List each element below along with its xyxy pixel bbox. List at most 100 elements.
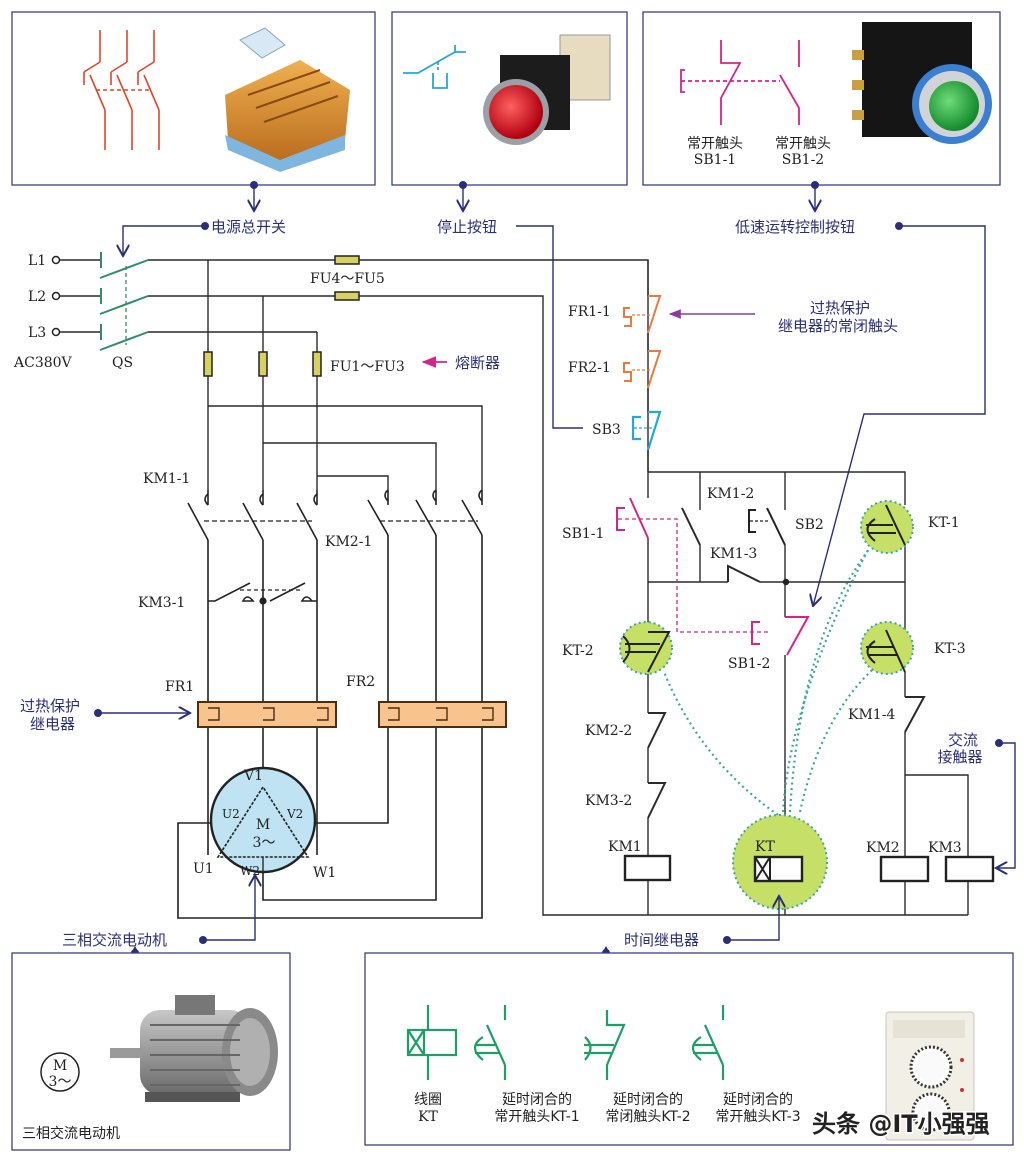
motor-panel-symbol: M <box>53 1058 67 1074</box>
km3-coil <box>944 855 995 883</box>
fr1-1-contact <box>623 295 662 334</box>
qs-label: QS <box>112 355 133 371</box>
l2-label: L2 <box>28 289 46 305</box>
sb1-2-contact <box>751 616 810 656</box>
qs-panel <box>11 11 376 186</box>
stop-button-label: 停止按钮 <box>437 218 497 236</box>
km3-2-label: KM3-2 <box>585 793 632 809</box>
fu1-fu3-fuses <box>203 351 322 377</box>
motor-phase: 3～ <box>253 835 276 851</box>
kt-1-symbol <box>473 1005 507 1080</box>
panel-connectors <box>250 181 819 211</box>
junction-dot <box>782 578 790 586</box>
km1-1-km2-1-contacts <box>177 489 483 919</box>
fu4-fu5-fuses <box>334 255 360 301</box>
kt-panel-item1-line2: KT <box>418 1109 438 1125</box>
km1-2-contact <box>681 507 701 546</box>
fr2-thermal-relay <box>378 701 507 728</box>
motor-panel-phase: 3～ <box>49 1074 72 1090</box>
time-relay-image <box>885 1011 975 1141</box>
motor-image <box>110 995 278 1102</box>
thermal-relay-label-line2: 继电器 <box>30 715 75 733</box>
km1-3-contact <box>727 564 761 583</box>
motor: V1 U2 V2 M 3～ U1 W2 W1 <box>193 766 336 881</box>
main-switch-label: 电源总开关 <box>211 218 286 236</box>
kt-coil-label: KT <box>755 839 775 855</box>
l1-label: L1 <box>28 253 46 269</box>
fr2-1-label: FR2-1 <box>568 360 611 376</box>
kt-3-contact <box>866 629 906 673</box>
km3-coil-label: KM3 <box>928 840 962 856</box>
motor-terminal-w2: W2 <box>240 864 260 878</box>
motor-callout: 三相交流电动机 <box>62 875 255 957</box>
km3-1-contact <box>208 582 317 605</box>
fr1-1-label: FR1-1 <box>568 304 611 320</box>
km1-coil <box>623 854 672 882</box>
kt-link-curves <box>662 547 873 816</box>
kt-2-contact <box>622 631 671 673</box>
kt-1-contact <box>866 504 906 546</box>
km1-1-label: KM1-1 <box>143 471 190 487</box>
motor-label: 三相交流电动机 <box>62 931 167 949</box>
knife-switch-symbol <box>83 30 160 150</box>
ac-contactor-label-line1: 交流 <box>948 731 978 749</box>
thermal-nc-contact-callout: 过热保护 继电器的常闭触头 <box>668 299 898 335</box>
fr2-label: FR2 <box>346 674 375 690</box>
low-speed-button-callout: 低速运转控制按钮 <box>735 218 986 606</box>
motor-panel-caption: 三相交流电动机 <box>22 1125 120 1142</box>
km2-coil-label: KM2 <box>866 840 900 856</box>
fu1-fu3-label: FU1～FU3 <box>330 359 405 375</box>
kt-3-label: KT-3 <box>934 641 966 657</box>
motor-symbol-icon <box>40 1052 80 1092</box>
km2-coil <box>879 855 930 883</box>
km3-1-label: KM3-1 <box>138 595 185 611</box>
l1-terminal <box>51 255 61 265</box>
l2-terminal <box>51 291 61 301</box>
voltage-label: AC380V <box>13 355 73 371</box>
kt-panel-item4-line2: 常开触头KT-3 <box>715 1109 800 1125</box>
kt-1-label: KT-1 <box>928 515 960 531</box>
kt-panel-item1-line1: 线圈 <box>414 1092 442 1108</box>
stop-button-panel <box>391 11 628 186</box>
fr1-thermal-relay <box>197 701 337 728</box>
sb3-stop-contact <box>631 410 662 451</box>
sb1-2-label: SB1-2 <box>728 656 770 672</box>
kt-panel-item3-line2: 常闭触头KT-2 <box>605 1109 690 1125</box>
km1-4-contact <box>904 696 926 733</box>
motor-panel: M 3～ 三相交流电动机 <box>11 952 291 1151</box>
sb1-2-caption-line1: 常开触头 <box>775 136 831 152</box>
qs-switch <box>99 252 149 351</box>
kt-2-highlight <box>619 621 673 675</box>
km1-2-label: KM1-2 <box>707 486 754 502</box>
thermal-nc-label-line2: 继电器的常闭触头 <box>778 317 898 335</box>
time-relay-label: 时间继电器 <box>624 931 699 949</box>
ac-contactor-callout: 交流 接触器 <box>937 731 1016 868</box>
km2-1-label: KM2-1 <box>325 534 372 550</box>
fr1-label: FR1 <box>165 679 194 695</box>
motor-terminal-v1: V1 <box>243 768 263 784</box>
stop-button-callout: 停止按钮 <box>437 218 583 429</box>
kt-coil <box>753 855 804 883</box>
watermark: 头条 @IT小强强 <box>812 1110 990 1138</box>
sb1-1-label: SB1-1 <box>562 526 604 542</box>
km1-3-label: KM1-3 <box>710 546 757 562</box>
stop-button-symbol <box>403 45 466 89</box>
kt-panel-item3-line1: 延时闭合的 <box>613 1092 683 1108</box>
power-supply: L1 L2 L3 AC380V QS <box>13 253 133 371</box>
thermal-nc-label-line1: 过热保护 <box>810 299 870 317</box>
low-speed-button-label: 低速运转控制按钮 <box>735 218 855 236</box>
control-wires <box>647 260 969 915</box>
l3-terminal <box>51 327 61 337</box>
kt-coil-symbol <box>406 1005 458 1080</box>
ac-contactor-label-line2: 接触器 <box>937 748 982 766</box>
kt-panel: 线圈 KT 延时闭合的 常开触头KT-1 延时闭合的 常闭触头KT-2 延时闭合… <box>364 952 1014 1146</box>
sb2-label: SB2 <box>795 517 824 533</box>
sb1-contact-symbols <box>680 40 800 125</box>
motor-terminal-v2: V2 <box>286 807 303 821</box>
motor-symbol: M <box>256 817 270 833</box>
sb2-contact <box>748 507 786 546</box>
kt-panel-item2-line1: 延时闭合的 <box>502 1092 572 1108</box>
km1-4-label: KM1-4 <box>848 707 895 723</box>
sb1-1-caption-line1: 常开触头 <box>687 136 743 152</box>
